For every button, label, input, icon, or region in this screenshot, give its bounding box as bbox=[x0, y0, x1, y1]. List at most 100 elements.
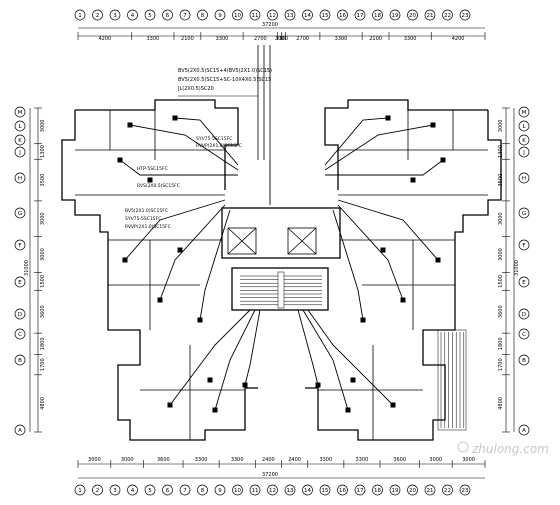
axis-label: 11 bbox=[252, 488, 259, 494]
axis-label: M bbox=[522, 110, 527, 116]
axis-bubble bbox=[518, 354, 530, 366]
axis-label: 3 bbox=[113, 13, 117, 19]
axis-label: L bbox=[18, 124, 22, 130]
axis-bubble bbox=[372, 9, 383, 21]
dim-segment-label: 3000 bbox=[88, 457, 101, 463]
cable-note: BV5(2X0.5)SC15+SC-10X4X0.5)SC15 bbox=[178, 77, 271, 83]
axis-label: 6 bbox=[166, 488, 170, 494]
axis-label: 19 bbox=[392, 13, 399, 19]
axis-label: K bbox=[18, 138, 22, 144]
cable-notes: BV5(2X0.5)SC15+4(BV5(2X1.0)SC15)BV5(2X0.… bbox=[177, 68, 272, 97]
axis-label: 16 bbox=[339, 488, 346, 494]
dim-segment-label: 3300 bbox=[356, 457, 369, 463]
axis-label: C bbox=[522, 332, 526, 338]
axis-label: 1 bbox=[78, 13, 82, 19]
axis-label: 4 bbox=[131, 13, 135, 19]
axis-label: L bbox=[522, 124, 526, 130]
axis-label: 10 bbox=[234, 13, 241, 19]
axis-bubble bbox=[74, 484, 86, 496]
axis-label: 3 bbox=[113, 488, 117, 494]
cable-note: JL(2X0.5)SC20 bbox=[177, 86, 214, 92]
axis-bubble bbox=[354, 484, 366, 496]
wall-left-upper bbox=[75, 99, 239, 190]
dim-segment-label: 4200 bbox=[452, 36, 465, 42]
right-dimension-chain bbox=[505, 108, 515, 432]
axis-bubble bbox=[214, 484, 226, 496]
axis-bubble bbox=[14, 172, 26, 184]
dim-segment-label: 300 bbox=[275, 36, 285, 42]
axis-bubble bbox=[518, 146, 530, 158]
axis-bubble bbox=[372, 484, 383, 496]
outlet-symbol bbox=[345, 407, 351, 413]
axis-bubble bbox=[518, 276, 530, 288]
dim-segment-label: 3000 bbox=[121, 457, 134, 463]
dim-segment-label: 3000 bbox=[429, 457, 442, 463]
axis-bubble bbox=[407, 484, 418, 496]
axis-bubble bbox=[14, 207, 26, 219]
dim-segment-label: 3000 bbox=[40, 212, 46, 225]
outlet-symbol bbox=[440, 157, 446, 163]
axis-label: 19 bbox=[392, 488, 399, 494]
axis-label: 10 bbox=[234, 488, 241, 494]
axis-bubble bbox=[14, 308, 26, 320]
axis-bubble bbox=[459, 9, 471, 21]
outlet-symbol bbox=[212, 407, 218, 413]
axis-bubble bbox=[518, 328, 530, 340]
riser-note: SYV75-5SC15FC bbox=[125, 216, 161, 222]
axis-bubble bbox=[127, 9, 138, 21]
axis-bubble bbox=[197, 9, 208, 21]
axis-label: J bbox=[18, 150, 21, 156]
axis-bubble bbox=[518, 106, 530, 118]
wire-run bbox=[129, 124, 239, 171]
axis-label: 20 bbox=[409, 488, 416, 494]
wire-run bbox=[307, 309, 394, 406]
outlet-symbol bbox=[117, 157, 123, 163]
axis-bubble bbox=[354, 9, 366, 21]
outlet-symbol bbox=[315, 382, 321, 388]
axis-bubble bbox=[442, 484, 453, 496]
dim-segment-label: 3300 bbox=[319, 457, 332, 463]
outlet-symbol bbox=[390, 402, 396, 408]
dim-segment-label: 300 bbox=[279, 36, 289, 42]
axis-label: 2 bbox=[96, 488, 100, 494]
wire-run bbox=[244, 309, 261, 386]
wire-run bbox=[297, 309, 319, 386]
outlet-symbol bbox=[410, 177, 416, 183]
axis-bubble bbox=[14, 106, 26, 118]
wall-left-outer bbox=[61, 110, 141, 345]
axis-bubble bbox=[459, 484, 471, 496]
axis-label: F bbox=[522, 243, 525, 249]
riser-note: BV5(2X1.0)SC15FC bbox=[125, 208, 168, 214]
axis-label: 18 bbox=[374, 488, 381, 494]
interior-partitions bbox=[75, 45, 488, 440]
axis-bubble bbox=[232, 9, 243, 21]
axis-label: D bbox=[522, 312, 526, 318]
right-total-dim: 31000 bbox=[514, 260, 520, 276]
wire-run bbox=[337, 204, 404, 301]
axis-label: 1 bbox=[78, 488, 82, 494]
dim-segment-label: 2400 bbox=[262, 457, 275, 463]
outlet-symbol bbox=[385, 115, 391, 121]
dim-segment-label: 3000 bbox=[498, 212, 504, 225]
riser-note: SYV75-5SC15FC bbox=[196, 136, 232, 142]
wire-run bbox=[124, 199, 226, 261]
watermark-text: zhulong.com bbox=[471, 442, 549, 456]
outlet-symbol bbox=[197, 317, 203, 323]
axis-bubble bbox=[14, 134, 26, 146]
watermark-logo-icon bbox=[457, 441, 469, 453]
axis-bubble bbox=[267, 484, 278, 496]
stair-treads bbox=[240, 271, 322, 309]
axis-bubble bbox=[302, 484, 313, 496]
wire-run bbox=[214, 309, 256, 411]
axis-bubble bbox=[14, 120, 26, 132]
axis-bubble bbox=[232, 484, 243, 496]
wiring-runs bbox=[119, 117, 444, 411]
axis-bubble bbox=[92, 484, 103, 496]
outlet-symbol bbox=[350, 377, 356, 383]
wire-run bbox=[169, 309, 251, 406]
axis-bubble bbox=[144, 9, 156, 21]
